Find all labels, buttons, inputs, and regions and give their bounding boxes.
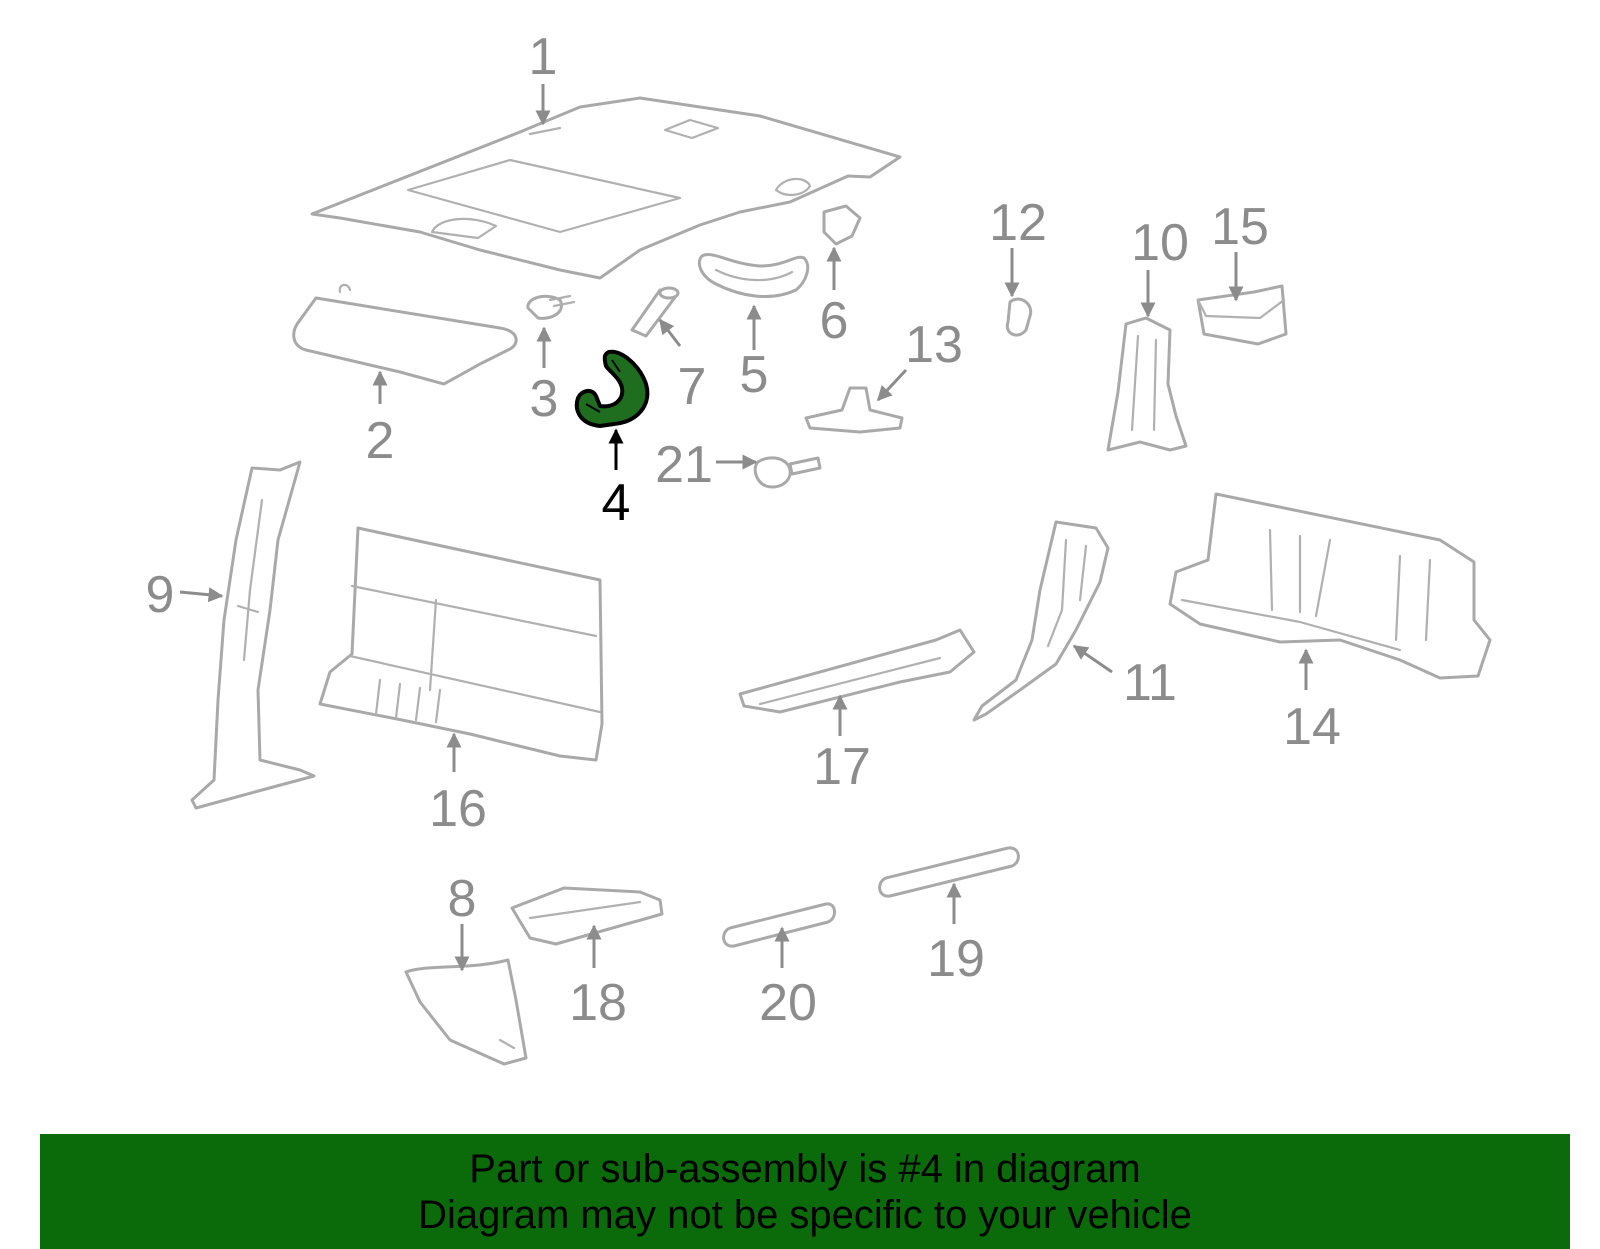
callout-10[interactable]: 10 — [1131, 214, 1189, 272]
callout-21[interactable]: 21 — [655, 436, 713, 494]
part-6-bracket[interactable] — [822, 204, 862, 246]
leader-9 — [179, 587, 224, 603]
part-21-push-clip[interactable] — [753, 456, 822, 489]
part-9-a-pillar[interactable] — [190, 460, 316, 810]
callout-13[interactable]: 13 — [905, 316, 963, 374]
part-1-headliner[interactable] — [310, 96, 902, 280]
callout-18[interactable]: 18 — [569, 974, 627, 1032]
callout-9[interactable]: 9 — [146, 566, 175, 624]
callout-6[interactable]: 6 — [820, 292, 849, 350]
callout-15[interactable]: 15 — [1211, 198, 1269, 256]
leader-11 — [1072, 644, 1113, 674]
footer-banner: Part or sub-assembly is #4 in diagram Di… — [40, 1134, 1570, 1249]
part-14-rear-panel[interactable] — [1168, 492, 1492, 680]
callout-12[interactable]: 12 — [989, 194, 1047, 252]
callout-8[interactable]: 8 — [448, 870, 477, 928]
callout-5[interactable]: 5 — [740, 346, 769, 404]
part-16-back-panel[interactable] — [318, 526, 604, 762]
part-3-visor-clip[interactable] — [526, 294, 576, 320]
part-2-sun-visor[interactable] — [292, 283, 518, 386]
callout-2[interactable]: 2 — [366, 412, 395, 470]
callout-17[interactable]: 17 — [813, 738, 871, 796]
part-20-scuff-plate[interactable] — [722, 902, 836, 948]
leader-lines — [179, 84, 1314, 972]
callout-7[interactable]: 7 — [678, 358, 707, 416]
callout-numbers: 1 2 3 4 5 6 7 8 9 10 11 12 13 14 15 16 1… — [146, 28, 1341, 1032]
callout-11[interactable]: 11 — [1123, 654, 1177, 712]
part-15-storage-bin[interactable] — [1196, 284, 1288, 346]
callout-4[interactable]: 4 — [602, 474, 631, 532]
callout-20[interactable]: 20 — [759, 974, 817, 1032]
callout-3[interactable]: 3 — [530, 370, 559, 428]
callout-16[interactable]: 16 — [429, 780, 487, 838]
part-19-scuff-plate[interactable] — [878, 846, 1020, 898]
part-17-sill-plate[interactable] — [738, 628, 976, 714]
banner-line-disclaimer: Diagram may not be specific to your vehi… — [418, 1192, 1192, 1237]
callout-19[interactable]: 19 — [927, 930, 985, 988]
banner-line-part-number: Part or sub-assembly is #4 in diagram — [469, 1146, 1141, 1191]
part-4-coat-hook[interactable] — [574, 349, 650, 428]
callout-14[interactable]: 14 — [1283, 698, 1341, 756]
part-10-c-pillar[interactable] — [1106, 316, 1188, 452]
leader-13 — [876, 368, 908, 402]
part-18-step-plate[interactable] — [510, 886, 664, 946]
part-11-b-pillar[interactable] — [972, 520, 1110, 722]
callout-1[interactable]: 1 — [529, 28, 558, 86]
leader-7 — [658, 318, 682, 347]
part-13-bracket[interactable] — [804, 386, 904, 434]
part-7-pin[interactable] — [630, 286, 680, 338]
part-8-kick-panel[interactable] — [404, 958, 528, 1066]
part-12-clip[interactable] — [1005, 297, 1033, 337]
part-5-grab-handle[interactable] — [697, 253, 810, 299]
